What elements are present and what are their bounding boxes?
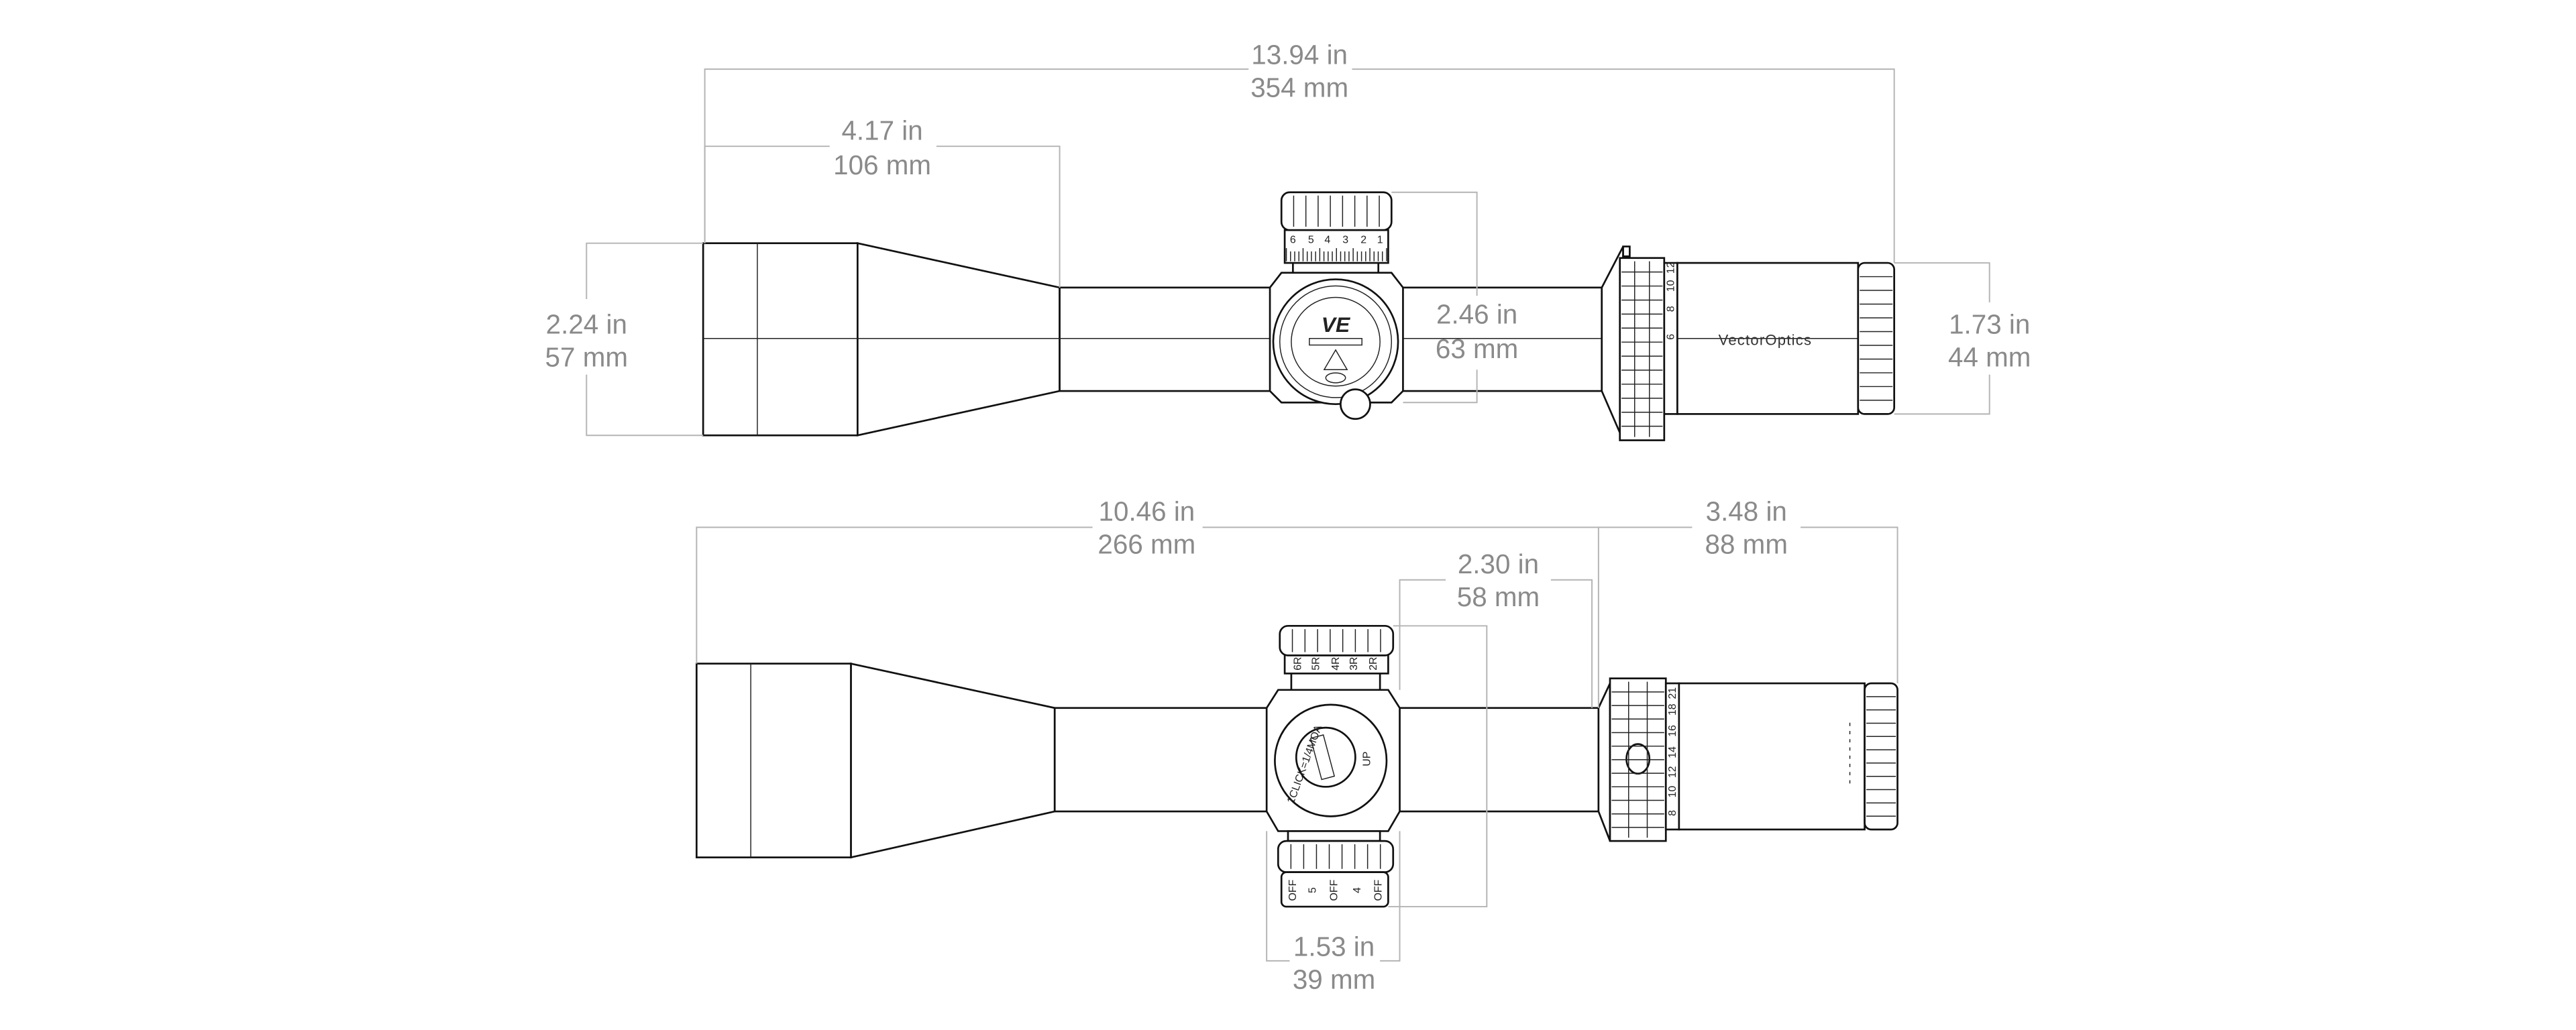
- brand-logo: VE: [1322, 312, 1351, 337]
- windage-mark: 6R: [1293, 656, 1304, 670]
- windage-mark: 5R: [1311, 656, 1322, 670]
- eyepiece-diameter-in: 1.73 in: [1949, 308, 2030, 339]
- magnification-mark: 12: [1667, 766, 1678, 778]
- power-ring-taper: [1597, 683, 1611, 842]
- top-view-dimensions: 10.46 in 266 mm 3.48 in 88 mm 2.30 in 58…: [696, 496, 1898, 995]
- magnification-mark: 21: [1667, 687, 1678, 699]
- windage-turret: 6R 5R 4R 3R 2R: [1279, 624, 1395, 691]
- tube-span-mm: 58 mm: [1457, 581, 1540, 612]
- elevation-mark: 2: [1360, 235, 1366, 246]
- illumination-mark: 5: [1307, 887, 1319, 893]
- throw-lever: [1625, 743, 1651, 775]
- elevation-mark: 6: [1290, 235, 1296, 246]
- turret-height-in: 2.46 in: [1436, 299, 1517, 330]
- magnification-mark: 6: [1666, 334, 1677, 340]
- power-ring: [1619, 257, 1666, 441]
- elevation-mark: 3: [1342, 235, 1348, 246]
- side-view-dimensions: 13.94 in 354 mm 4.17 in 106 mm 2.24 in 5…: [545, 40, 2031, 437]
- eyepiece: [1678, 682, 1866, 831]
- eyepiece-length-in: 3.48 in: [1706, 496, 1787, 527]
- saddle-width-in: 1.53 in: [1293, 931, 1375, 962]
- magnification-mark: 10: [1667, 786, 1678, 798]
- windage-mark: 3R: [1348, 656, 1360, 670]
- front-length-in: 10.46 in: [1099, 496, 1195, 527]
- objective-diameter-mm: 57 mm: [545, 341, 628, 372]
- illumination-turret: OFF 5 OFF 4 OFF: [1277, 830, 1395, 908]
- objective-length-mm: 106 mm: [833, 150, 931, 180]
- tube-span-in: 2.30 in: [1458, 549, 1539, 579]
- objective-taper: [857, 242, 1061, 437]
- front-length-mm: 266 mm: [1097, 529, 1195, 560]
- diopter-ring: [1857, 262, 1896, 415]
- brand-name: VectorOptics: [1719, 332, 1813, 349]
- elevation-mark: 1: [1377, 235, 1383, 246]
- coin-slot: [1309, 734, 1336, 781]
- side-view-scope: 6 5 4 3 2 1 VE 6 8 10 12 VectorOptics: [702, 191, 1896, 441]
- objective-length-in: 4.17 in: [841, 115, 922, 146]
- windage-mark: 2R: [1368, 656, 1379, 670]
- elevation-mark: 5: [1308, 235, 1314, 246]
- magnification-mark: 12: [1666, 262, 1677, 274]
- magnification-mark: 8: [1667, 810, 1678, 816]
- objective-bell: [696, 663, 852, 858]
- magnification-mark: 8: [1666, 306, 1677, 312]
- objective-diameter-in: 2.24 in: [546, 308, 627, 339]
- illumination-mark: 4: [1352, 887, 1363, 893]
- magnification-mark: 16: [1667, 725, 1678, 737]
- objective-bell: [702, 242, 859, 437]
- windage-mark: 4R: [1330, 656, 1342, 670]
- top-view-scope: 6R 5R 4R 3R 2R 1CLICK=1/4MOA UP OFF 5 OF…: [696, 624, 1898, 908]
- illumination-mark: OFF: [1373, 879, 1385, 901]
- parallax-knob: [1340, 388, 1371, 420]
- eyepiece-length-mm: 88 mm: [1705, 529, 1788, 560]
- eyepiece-diameter-mm: 44 mm: [1948, 341, 2031, 372]
- diopter-ring: [1864, 682, 1898, 831]
- up-label: UP: [1361, 752, 1373, 766]
- overall-length-in: 13.94 in: [1251, 40, 1348, 70]
- magnification-mark: 14: [1667, 746, 1678, 758]
- warning-icon: [1323, 349, 1348, 371]
- elevation-mark: 4: [1324, 235, 1330, 246]
- overall-length-mm: 354 mm: [1250, 72, 1348, 103]
- saddle-width-mm: 39 mm: [1293, 964, 1375, 995]
- illumination-mark: OFF: [1287, 879, 1299, 901]
- turret-height-mm: 63 mm: [1436, 333, 1518, 364]
- magnification-mark: 18: [1667, 703, 1678, 716]
- illumination-mark: OFF: [1328, 879, 1340, 901]
- side-focus-dial: [1272, 278, 1399, 406]
- objective-taper: [850, 662, 1056, 859]
- magnification-mark: 10: [1666, 280, 1677, 292]
- elevation-turret: 6 5 4 3 2 1: [1280, 191, 1393, 278]
